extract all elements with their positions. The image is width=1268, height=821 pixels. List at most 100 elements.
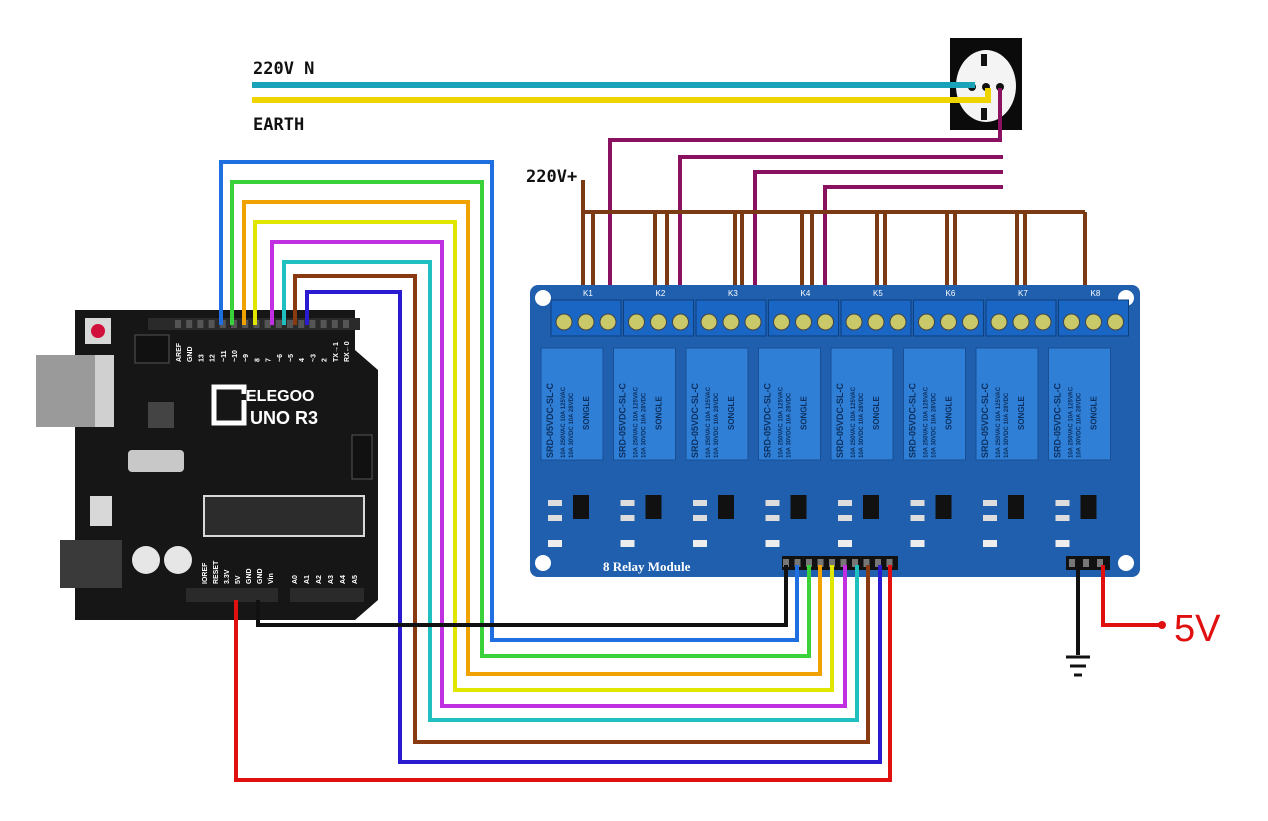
analog-pin-label: A4 [340, 575, 347, 584]
relay-rating: 10A 250VAC 10A 125VAC [706, 386, 712, 458]
relay-brand: SONGLE [872, 396, 881, 430]
relay-brand: SONGLE [1090, 396, 1099, 430]
optocoupler [718, 495, 734, 519]
live-label: 220V+ [526, 167, 577, 187]
relay-body [903, 347, 966, 461]
power-header [186, 588, 278, 602]
signal-wire [253, 220, 834, 692]
terminal-screw [1107, 313, 1124, 331]
terminal-screw [599, 313, 617, 331]
relay-rating: 10A 250VAC 10A 125VAC [634, 386, 640, 458]
relay-brand: SONGLE [727, 396, 736, 430]
terminal-screw [867, 313, 885, 331]
relay-part-number: SRD-05VDC-SL-C [980, 382, 990, 458]
signal-wires [219, 160, 882, 764]
digital-pin-label: GND [187, 346, 194, 362]
digital-pin [175, 320, 181, 328]
header-pin [1097, 559, 1103, 567]
optocoupler [573, 495, 589, 519]
smd-component [1055, 515, 1070, 521]
smd-component [983, 500, 997, 506]
digital-pin-label: ~11 [221, 350, 228, 362]
analog-header [290, 588, 364, 602]
microcontroller-chip [203, 495, 365, 537]
earth-wire [252, 88, 991, 103]
terminal-screw [773, 313, 790, 331]
terminal-screw [817, 313, 834, 331]
digital-pin-label: RX←0 [344, 341, 351, 362]
header-pin [783, 559, 789, 567]
digital-pin-label: 12 [210, 354, 217, 362]
relay-rating: 10A 30VDC 10A 28VDC [714, 392, 720, 458]
terminal-screw [577, 313, 595, 331]
digital-pin-label: TX→1 [333, 342, 340, 362]
optocoupler [1008, 495, 1024, 519]
relay-part-number: SRD-05VDC-SL-C [618, 382, 628, 458]
digital-pin-label: ~3 [310, 354, 317, 362]
terminal-screw [722, 313, 740, 331]
terminal-screw [795, 313, 812, 331]
header-pin [794, 559, 801, 567]
smd-component [1055, 500, 1070, 506]
terminal-screw [845, 313, 863, 331]
relay-body [975, 347, 1039, 461]
digital-pin-label: 7 [266, 358, 273, 362]
terminal-screw [1085, 313, 1102, 331]
relay-rating: 10A 250VAC 10A 125VAC [996, 386, 1002, 458]
relay-rating: 10A 30VDC 10A 28VDC [787, 392, 793, 458]
terminal-screw [744, 313, 762, 331]
relay-module-title: 8 Relay Module [603, 559, 691, 574]
power-pin-label: 3.3V [224, 569, 231, 584]
relay-body [830, 347, 894, 461]
power-header-label: GND [1067, 577, 1083, 584]
dc-jack [60, 540, 122, 588]
relay-part-number: SRD-05VDC-SL-C [690, 382, 700, 458]
smd-component [910, 515, 925, 521]
led-indicator [548, 540, 562, 547]
relay-rating: 10A 250VAC 10A 125VAC [1069, 386, 1075, 458]
smd-component [838, 500, 852, 506]
input-header-label: VCC [887, 577, 902, 584]
relay-part-number: SRD-05VDC-SL-C [835, 382, 845, 458]
terminal-screw [1012, 313, 1030, 331]
smd-component [548, 500, 562, 506]
power-header-label: JD-VCC [1095, 577, 1121, 584]
digital-pin [264, 320, 271, 328]
led-indicator [910, 540, 925, 547]
relay-brand: SONGLE [582, 396, 591, 430]
terminal-screw [962, 313, 979, 331]
input-header-label: IN3 [818, 577, 829, 584]
vcc-label: 5V [1174, 608, 1221, 650]
relay-label: K3 [728, 289, 738, 298]
relay-rating: 10A 30VDC 10A 28VDC [1004, 392, 1010, 458]
analog-pin-label: A3 [328, 575, 335, 584]
gnd-wire [256, 565, 788, 627]
relay-rating: 10A 30VDC 10A 28VDC [642, 392, 648, 458]
smd-component [983, 515, 997, 521]
led-indicator [983, 540, 997, 547]
relay-rating: 10A 250VAC 10A 125VAC [851, 386, 857, 458]
signal-wire [242, 200, 822, 676]
relay-part-number: SRD-05VDC-SL-C [908, 382, 918, 458]
led-indicator [693, 540, 707, 547]
power-pin-label: GND [246, 568, 253, 584]
relay-body [1048, 347, 1111, 461]
signal-wire [305, 290, 882, 764]
relay-label: K4 [801, 289, 811, 298]
digital-pin [197, 320, 204, 328]
vcc-wire [234, 565, 892, 782]
led-indicator [1055, 540, 1070, 547]
vcc-terminal [1158, 621, 1166, 629]
relay-label: K2 [656, 289, 666, 298]
led-indicator [765, 540, 780, 547]
input-header-label: IN2 [806, 577, 817, 584]
header-pin [863, 559, 870, 567]
analog-pin-label: A5 [352, 575, 359, 584]
power-pin-label: GND [257, 568, 264, 584]
header-pin [1083, 559, 1089, 567]
signal-wire [230, 180, 811, 658]
